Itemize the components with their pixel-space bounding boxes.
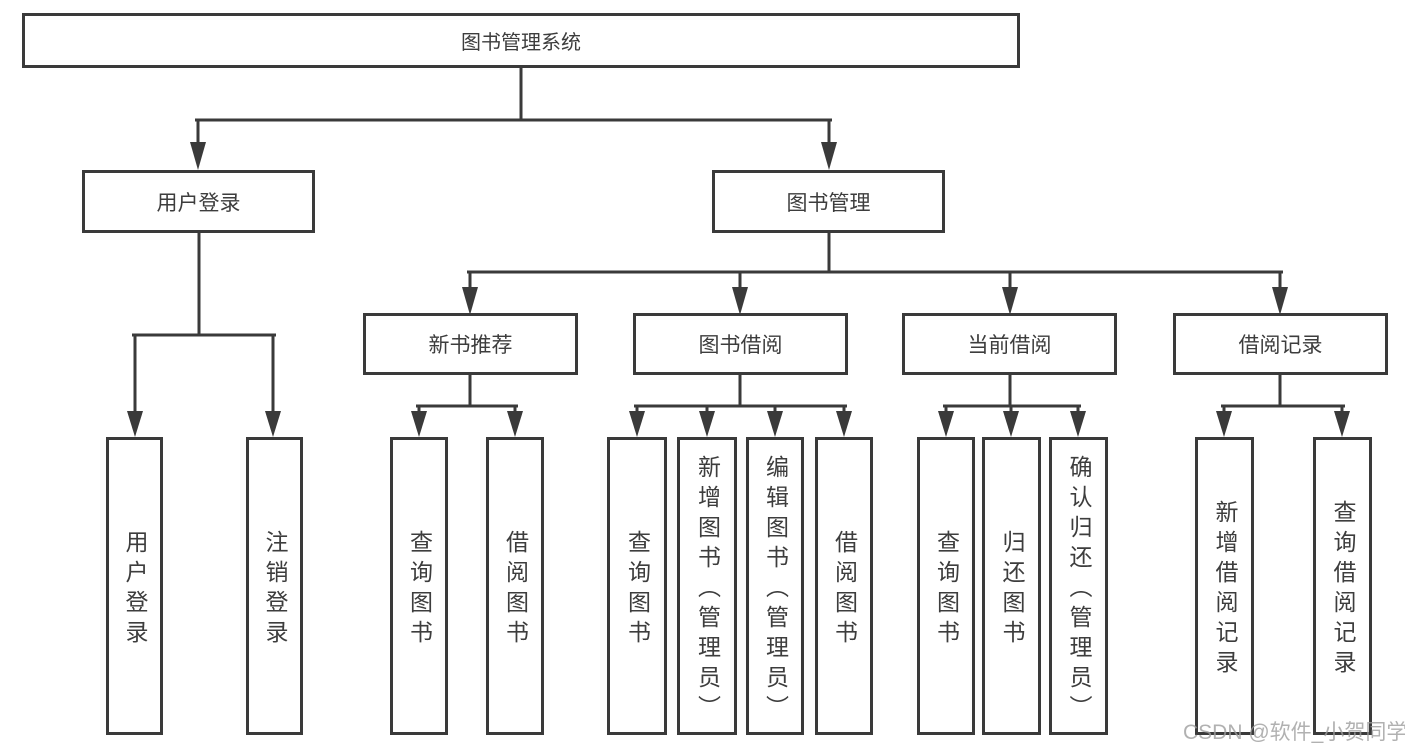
leaf-borrow-books-borrowing: 借阅图书 [815,437,873,735]
leaf-edit-book-admin: 编辑图书（管理员） [746,437,804,735]
node-borrowing-records: 借阅记录 [1173,313,1388,375]
leaf-query-borrow-record: 查询借阅记录 [1313,437,1372,735]
node-book-management: 图书管理 [712,170,945,233]
leaf-add-book-admin: 新增图书（管理员） [677,437,737,735]
leaf-user-login: 用户登录 [106,437,163,735]
leaf-query-books-borrowing: 查询图书 [607,437,667,735]
leaf-borrow-books-recommend: 借阅图书 [486,437,544,735]
leaf-return-book: 归还图书 [982,437,1041,735]
csdn-watermark: CSDN @软件_小贺同学 [1183,721,1405,744]
node-new-book-recommendation: 新书推荐 [363,313,578,375]
leaf-query-books-current: 查询图书 [917,437,975,735]
leaf-query-books-recommend: 查询图书 [390,437,448,735]
node-root: 图书管理系统 [22,13,1020,68]
node-user-login: 用户登录 [82,170,315,233]
node-current-borrowing: 当前借阅 [902,313,1117,375]
leaf-logout: 注销登录 [246,437,303,735]
leaf-add-borrow-record: 新增借阅记录 [1195,437,1254,735]
node-book-borrowing: 图书借阅 [633,313,848,375]
leaf-confirm-return-admin: 确认归还（管理员） [1049,437,1108,735]
